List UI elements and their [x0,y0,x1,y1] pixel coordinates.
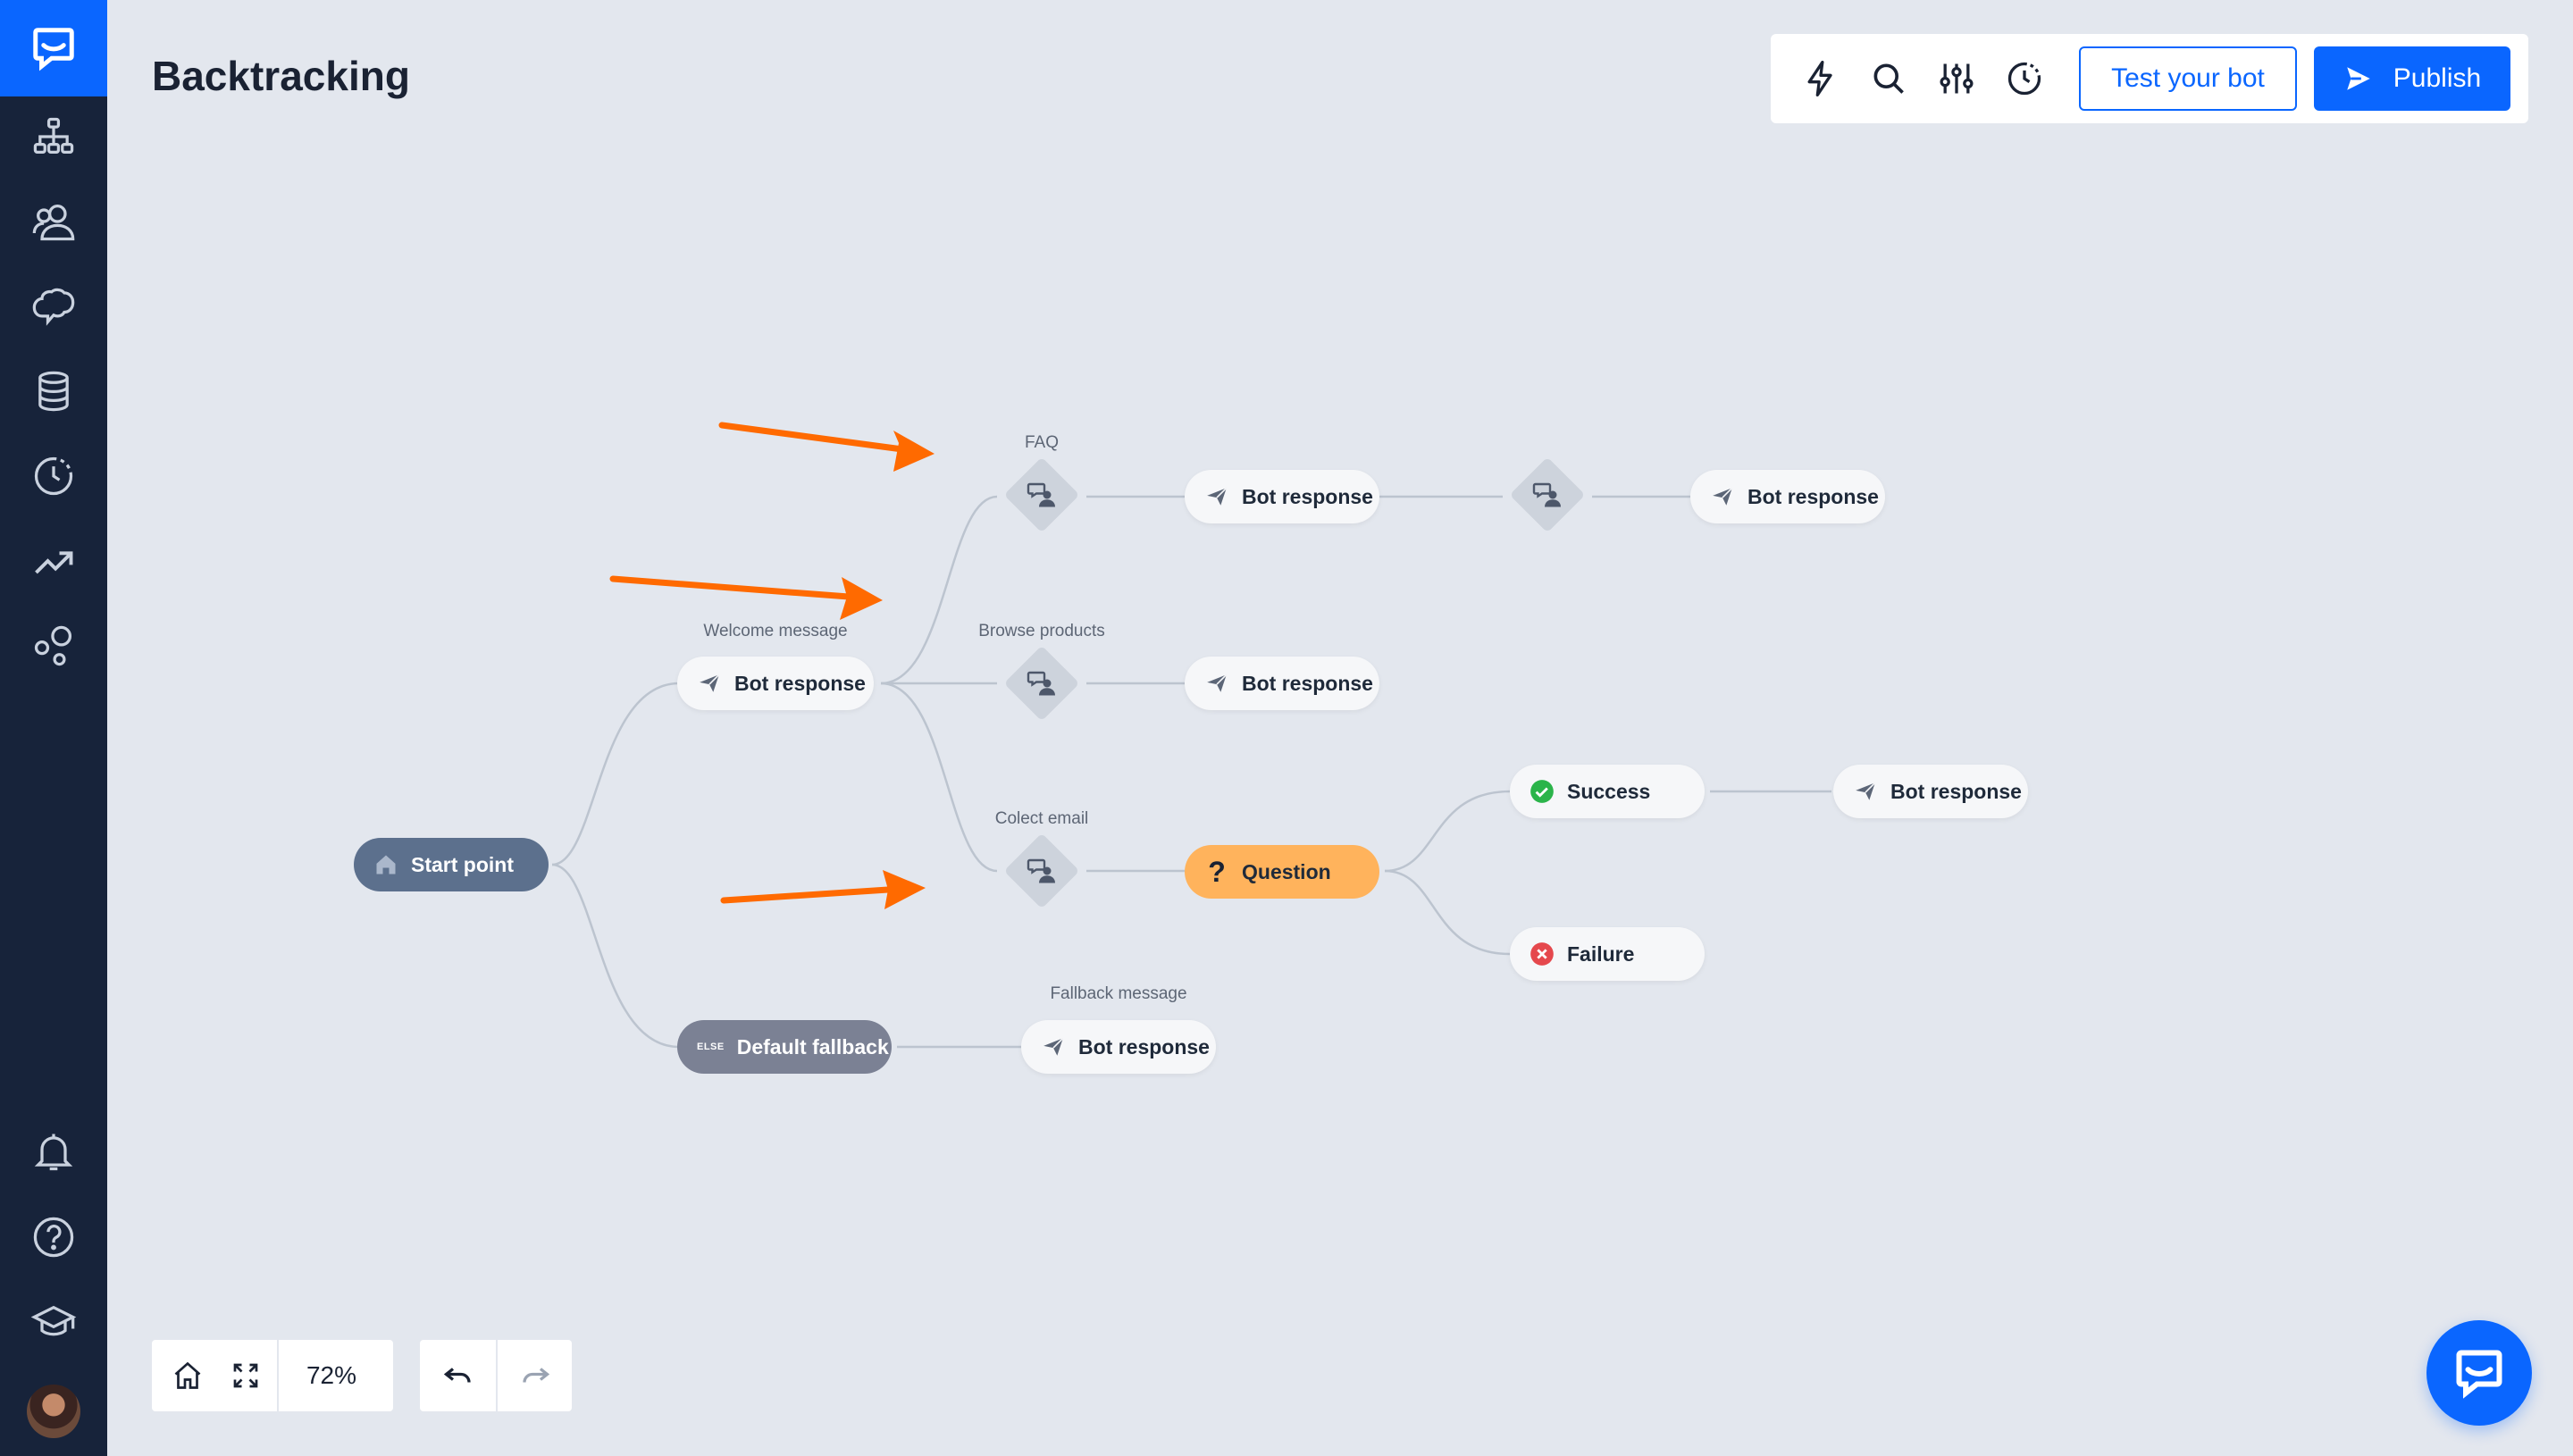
fallback-message-label: Fallback message [1050,984,1187,1003]
user-chat-icon [1022,851,1061,891]
check-circle-icon [1530,779,1555,804]
integrations-icon[interactable] [0,606,107,686]
analytics-icon[interactable] [0,521,107,601]
default-fallback-label: Default fallback [736,1034,889,1059]
bot-response-label: Bot response [1747,484,1879,508]
collect-email-label: Colect email [994,809,1089,828]
sliders-icon[interactable] [1932,54,1982,104]
brain-icon[interactable] [0,266,107,347]
chat-widget-button[interactable] [2426,1320,2532,1426]
redo-icon[interactable] [496,1340,572,1411]
user-chat-icon [1022,664,1061,703]
flow-icon[interactable] [0,96,107,177]
send-icon [1041,1034,1066,1059]
start-point-node[interactable]: Start point [354,838,549,891]
welcome-bot-response-node[interactable]: Bot response [677,657,874,710]
faq-followup-bot-response-node[interactable]: Bot response [1690,470,1885,523]
chat-icon [2456,1350,2502,1399]
question-label: Question [1242,859,1331,883]
annotation-arrows [609,422,934,909]
question-mark-icon: ? [1208,855,1226,888]
home-icon[interactable] [152,1340,214,1411]
send-icon [697,671,722,696]
zoom-level[interactable]: 72% [277,1340,384,1411]
send-icon [1710,484,1735,509]
page-title: Backtracking [152,53,410,99]
send-icon [2347,67,2370,90]
user-chat-icon [1528,475,1567,515]
failure-label: Failure [1567,941,1635,966]
test-your-bot-button[interactable]: Test your bot [2079,46,2297,111]
question-node[interactable]: ? Question [1185,845,1379,899]
top-toolbar: Test your bot Publish [1771,34,2528,123]
bot-response-label: Bot response [1078,1034,1210,1059]
welcome-message-label: Welcome message [703,622,848,640]
users-icon[interactable] [0,181,107,262]
sidebar [0,0,107,1456]
bot-response-label: Bot response [1242,484,1373,508]
send-icon [1853,779,1878,804]
search-icon[interactable] [1864,54,1914,104]
failure-node[interactable]: Failure [1510,927,1705,981]
browse-products-label: Browse products [978,622,1105,640]
publish-button[interactable]: Publish [2314,46,2510,111]
browse-bot-response-node[interactable]: Bot response [1185,657,1379,710]
view-controls: 72% [152,1340,393,1411]
bot-response-label: Bot response [1242,671,1373,695]
else-tag: ELSE [697,1042,725,1052]
success-bot-response-node[interactable]: Bot response [1833,765,2028,818]
user-chat-icon [1022,475,1061,515]
bolt-icon[interactable] [1796,54,1846,104]
help-icon[interactable] [0,1197,107,1277]
publish-label: Publish [2393,63,2482,93]
history-controls [420,1340,572,1411]
avatar[interactable] [27,1385,80,1438]
home-icon [373,852,398,877]
success-label: Success [1567,779,1651,803]
undo-icon[interactable] [420,1340,496,1411]
success-node[interactable]: Success [1510,765,1705,818]
faq-bot-response-node[interactable]: Bot response [1185,470,1379,523]
send-icon [1204,484,1229,509]
history-icon[interactable] [0,436,107,516]
database-icon[interactable] [0,351,107,431]
bell-icon[interactable] [0,1111,107,1192]
bot-response-label: Bot response [734,671,866,695]
fit-screen-icon[interactable] [214,1340,277,1411]
chat-logo-icon[interactable] [0,0,107,96]
start-point-label: Start point [411,852,514,876]
faq-label: FAQ [1024,433,1060,452]
error-circle-icon [1530,941,1555,966]
academy-icon[interactable] [0,1283,107,1363]
send-icon [1204,671,1229,696]
fallback-bot-response-node[interactable]: Bot response [1021,1020,1216,1074]
history-icon[interactable] [1999,54,2049,104]
bot-response-label: Bot response [1890,779,2022,803]
default-fallback-node[interactable]: ELSE Default fallback [677,1020,892,1074]
